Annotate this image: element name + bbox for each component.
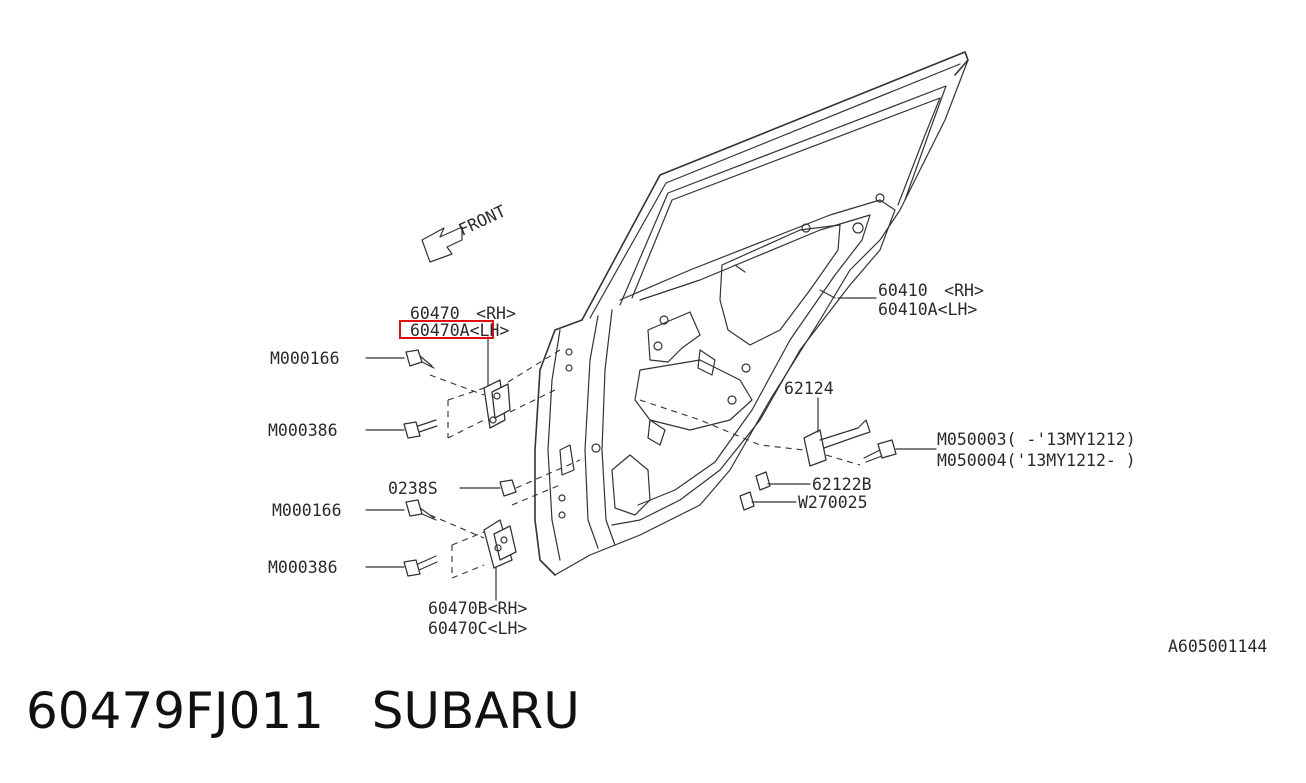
- highlight-box-60470a: [399, 320, 494, 339]
- label-60470-rh: 60470 <RH>: [410, 304, 516, 323]
- label-m000166-lower: M000166: [272, 501, 342, 520]
- bolt-m000166-lower: [405, 499, 437, 521]
- nut-0238s: [499, 479, 517, 497]
- front-direction-arrow: FRONT: [421, 201, 509, 263]
- label-m000166-upper: M000166: [270, 349, 340, 368]
- door-panel-drawing: [534, 51, 969, 576]
- bolt-m000386-lower: [403, 555, 438, 577]
- figure-code: A605001144: [1168, 637, 1267, 656]
- label-60410a-lh: 60410A<LH>: [878, 300, 977, 319]
- bolt-m000166-upper: [405, 349, 435, 369]
- label-m050003: M050003( -'13MY1212): [937, 430, 1136, 449]
- label-m050004: M050004('13MY1212- ): [937, 451, 1136, 470]
- label-m000386-upper: M000386: [268, 421, 338, 440]
- label-60410-rh: 60410 <RH>: [878, 281, 984, 300]
- label-60470b-rh: 60470B<RH>: [428, 599, 527, 618]
- label-62122b: 62122B: [812, 475, 872, 494]
- door-checker-drawing: [639, 399, 897, 511]
- front-label: FRONT: [456, 201, 509, 239]
- label-60470a-lh: 60470A<LH>: [410, 321, 509, 340]
- brand-name: SUBARU: [371, 682, 580, 740]
- leader-lines: [365, 297, 937, 601]
- label-0238s: 0238S: [388, 479, 438, 498]
- label-w270025: W270025: [798, 493, 868, 512]
- bolt-m000386-upper: [403, 419, 438, 439]
- part-title: 60479FJ011 SUBARU: [26, 686, 580, 736]
- label-60470c-lh: 60470C<LH>: [428, 619, 527, 638]
- label-m000386-lower: M000386: [268, 558, 338, 577]
- upper-hinge-drawing: [429, 349, 561, 439]
- lower-hinge-drawing: [429, 459, 581, 579]
- label-62124: 62124: [784, 379, 834, 398]
- part-number: 60479FJ011: [26, 682, 324, 740]
